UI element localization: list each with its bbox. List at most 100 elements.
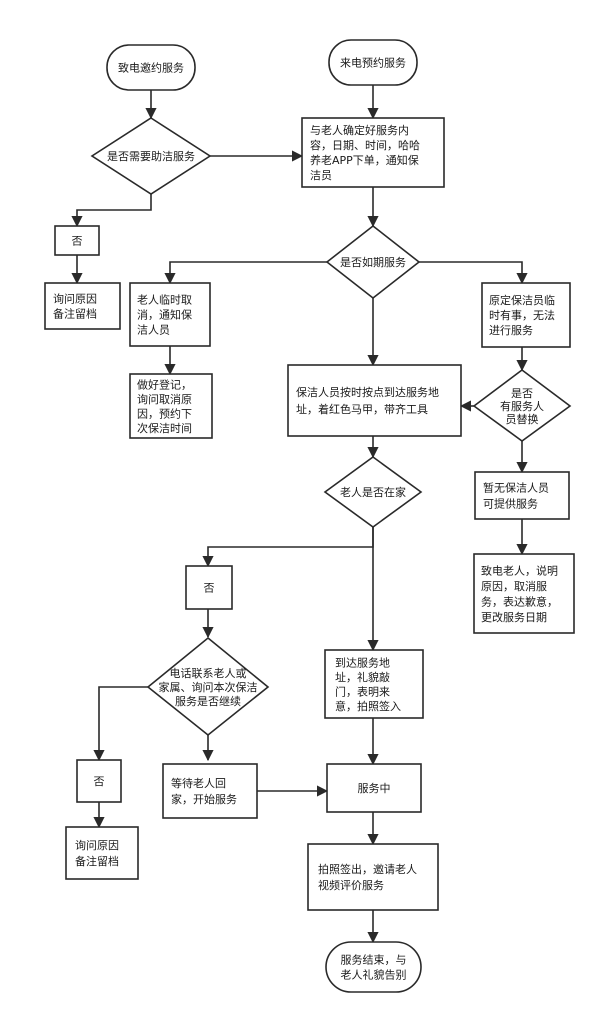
process-photo-signout: 拍照签出，邀请老人视频评价服务 (307, 843, 439, 911)
label-line: 备注留档 (53, 307, 97, 321)
label-line: 备注留档 (75, 854, 119, 868)
box-no-1: 否 (54, 225, 100, 256)
label-line: 老人临时取 (137, 293, 192, 307)
decision-replacement-label: 是否有服务人员替换 (500, 387, 544, 426)
end-service-label: 服务结束，与老人礼貌告别 (341, 954, 407, 982)
label-line: 来电预约服务 (340, 57, 406, 70)
process-ask-reason-1: 询问原因备注留档 (44, 282, 121, 330)
process-in-service-label: 服务中 (358, 782, 391, 795)
label-line: 址，着红色马甲，带齐工具 (296, 402, 428, 416)
label-line: 询问原因 (75, 839, 119, 852)
label-line: 洁人员 (137, 324, 170, 337)
process-elder-cancel-label: 老人临时取消，通知保洁人员 (137, 293, 192, 337)
edge-schedule-to-busy (419, 261, 528, 285)
edge-schedule-to-cancel (164, 261, 327, 285)
decision-contact-family: 电话联系老人或家属、询问本次保洁服务是否继续 (146, 636, 270, 737)
start-call-booking: 来电预约服务 (328, 39, 418, 86)
decision-on-schedule: 是否如期服务 (325, 224, 421, 300)
label-line: 询问原因 (53, 293, 97, 306)
label-line: 家属、询问本次保洁 (159, 680, 258, 694)
process-call-elder-label: 致电老人，说明原因，取消服务，表达歉意， 更改服务日期 (481, 563, 558, 624)
edge-contact-to-no3 (93, 686, 148, 762)
box-no-1-label: 否 (72, 235, 83, 248)
start-invite-service: 致电邀约服务 (106, 44, 196, 91)
decision-elder-home-label: 老人是否在家 (340, 485, 406, 499)
label-line: 是否需要助洁服务 (107, 149, 195, 163)
label-line: 致电老人，说明 (481, 563, 558, 577)
process-no-staff-label: 暂无保洁人员可提供服务 (483, 481, 549, 511)
label-line: 询问取消原 (137, 392, 192, 406)
process-wait-elder: 等待老人回家，开始服务 (162, 763, 258, 819)
box-no-2: 否 (185, 565, 233, 610)
process-confirm-content: 与老人确定好服务内容，日期、时间，哈哈养老APP下单，通知保洁员 (301, 117, 445, 188)
label-line: 服务结束，与 (341, 954, 407, 967)
label-line: 暂无保洁人员 (483, 481, 549, 495)
process-register-cancel-label: 做好登记，询问取消原因，预约下次保洁时间 (137, 377, 192, 435)
label-line: 务，表达歉意， (481, 594, 558, 608)
process-register-cancel: 做好登记，询问取消原因，预约下次保洁时间 (129, 373, 213, 439)
box-no-2-label: 否 (204, 582, 215, 595)
label-line: 保洁人员按时按点到达服务地 (296, 385, 439, 399)
label-line: 意，拍照签入 (335, 699, 401, 713)
process-cleaner-busy-label: 原定保洁员临时有事，无法进行服务 (489, 293, 555, 337)
end-service: 服务结束，与老人礼貌告别 (325, 941, 422, 993)
label-line: 与老人确定好服务内 (310, 123, 409, 137)
label-line: 否 (94, 775, 105, 788)
label-line: 服务是否继续 (175, 694, 241, 708)
label-line: 有服务人 (500, 399, 544, 413)
label-line: 时有事，无法 (489, 308, 555, 322)
label-line: 原因，取消服 (481, 579, 547, 593)
label-line: 做好登记， (137, 377, 192, 391)
label-line: 消，通知保 (137, 308, 192, 322)
box-no-3: 否 (76, 759, 122, 803)
process-call-elder: 致电老人，说明原因，取消服务，表达歉意， 更改服务日期 (473, 553, 575, 634)
label-line: 址，礼貌敲 (335, 670, 390, 684)
process-arrive-knock-label: 到达服务地址，礼貌敲门，表明来意，拍照签入 (335, 656, 401, 713)
process-wait-elder-label: 等待老人回家，开始服务 (171, 776, 237, 806)
start-call-booking-label: 来电预约服务 (340, 57, 406, 70)
label-line: 因，预约下 (137, 407, 192, 420)
label-line: 等待老人回 (171, 776, 226, 790)
label-line: 否 (204, 582, 215, 595)
label-line: 视频评价服务 (318, 878, 384, 892)
process-no-staff: 暂无保洁人员可提供服务 (474, 471, 570, 520)
process-ask-reason-2-label: 询问原因备注留档 (75, 839, 119, 868)
label-line: 服务中 (358, 782, 391, 795)
label-line: 拍照签出，邀请老人 (318, 862, 417, 876)
process-elder-cancel: 老人临时取消，通知保洁人员 (129, 282, 211, 347)
label-line: 致电邀约服务 (118, 61, 184, 75)
process-photo-signout-label: 拍照签出，邀请老人视频评价服务 (318, 862, 417, 892)
label-line: 原定保洁员临 (489, 293, 555, 307)
decision-contact-family-label: 电话联系老人或家属、询问本次保洁服务是否继续 (159, 667, 258, 708)
edge-need-to-no1 (71, 194, 152, 228)
decision-on-schedule-label: 是否如期服务 (340, 255, 406, 269)
process-arrive-knock: 到达服务地址，礼貌敲门，表明来意，拍照签入 (324, 649, 424, 719)
start-invite-service-label: 致电邀约服务 (118, 61, 184, 75)
label-line: 是否 (511, 387, 533, 400)
label-line: 家，开始服务 (171, 792, 237, 806)
label-line: 养老APP下单，通知保 (310, 153, 419, 167)
flow-edges (71, 85, 528, 944)
label-line: 到达服务地 (335, 656, 390, 669)
label-line: 员替换 (506, 412, 539, 426)
decision-elder-home: 老人是否在家 (323, 456, 423, 528)
decision-replacement: 是否有服务人员替换 (472, 369, 572, 442)
process-ask-reason-2: 询问原因备注留档 (65, 826, 139, 880)
label-line: 进行服务 (489, 324, 533, 337)
label-line: 更改服务日期 (481, 610, 547, 624)
label-line: 是否如期服务 (340, 255, 406, 269)
box-no-3-label: 否 (94, 775, 105, 788)
process-in-service: 服务中 (326, 763, 422, 813)
label-line: 老人礼貌告别 (341, 968, 407, 982)
label-line: 容，日期、时间，哈哈 (310, 138, 420, 152)
label-line: 否 (72, 235, 83, 248)
process-cleaner-busy: 原定保洁员临时有事，无法进行服务 (481, 282, 571, 348)
process-arrive-on-time: 保洁人员按时按点到达服务地址，着红色马甲，带齐工具 (287, 364, 462, 437)
edge-home-to-no2 (202, 527, 374, 568)
process-ask-reason-1-label: 询问原因备注留档 (53, 293, 97, 321)
label-line: 门，表明来 (335, 684, 390, 698)
process-arrive-on-time-label: 保洁人员按时按点到达服务地址，着红色马甲，带齐工具 (296, 385, 439, 416)
label-line: 电话联系老人或 (170, 667, 247, 680)
label-line: 次保洁时间 (137, 421, 192, 435)
